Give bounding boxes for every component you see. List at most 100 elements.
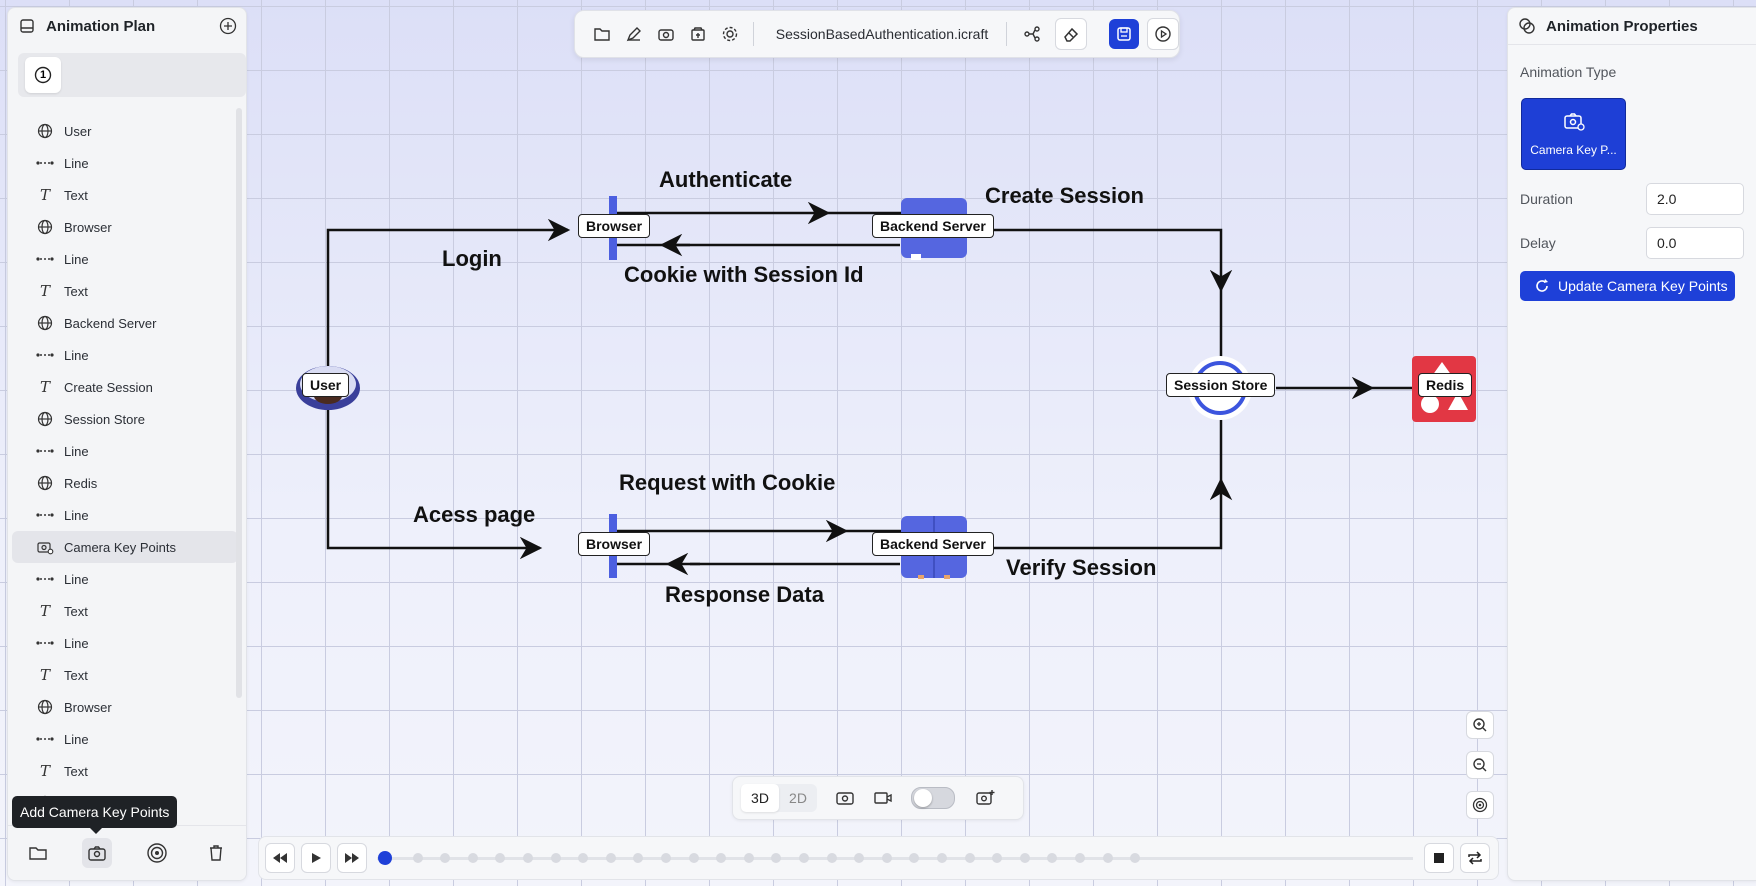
node-browser-bottom[interactable]: Browser <box>578 532 651 556</box>
share-button[interactable] <box>1017 19 1047 49</box>
label-response-data[interactable]: Response Data <box>665 582 824 607</box>
draw-button[interactable] <box>619 19 649 49</box>
node-backend-top[interactable]: Backend Server <box>872 214 994 238</box>
save-button[interactable] <box>1109 19 1140 49</box>
timeline-keyframe[interactable] <box>909 853 920 863</box>
export-button[interactable] <box>683 19 713 49</box>
timeline-keyframe[interactable] <box>1019 853 1030 863</box>
mode-2d-button[interactable]: 2D <box>789 790 807 806</box>
add-step-button[interactable] <box>218 16 238 36</box>
play-presentation-button[interactable] <box>1147 18 1180 50</box>
node-backend-bottom[interactable]: Backend Server <box>872 532 994 556</box>
outline-item[interactable]: Line <box>12 147 238 179</box>
timeline-keyframe[interactable] <box>633 853 644 863</box>
delay-input[interactable] <box>1646 227 1744 259</box>
label-create-session[interactable]: Create Session <box>985 183 1144 208</box>
timeline-keyframe[interactable] <box>688 853 699 863</box>
timeline-keyframe[interactable] <box>881 853 892 863</box>
timeline-keyframe[interactable] <box>937 853 947 863</box>
node-redis[interactable]: Redis <box>1418 373 1473 397</box>
stop-button[interactable] <box>1424 843 1454 873</box>
outline-item[interactable]: Line <box>12 723 238 755</box>
timeline-keyframe[interactable] <box>1130 853 1141 863</box>
outline-scrollbar[interactable] <box>236 108 242 698</box>
outline-item[interactable]: Session Store <box>12 403 238 435</box>
timeline-keyframe[interactable] <box>743 853 754 863</box>
timeline-keyframe[interactable] <box>467 853 478 863</box>
step-button[interactable]: 1 <box>25 57 61 93</box>
record-video-button[interactable] <box>867 783 899 813</box>
label-authenticate[interactable]: Authenticate <box>659 167 793 192</box>
timeline-track[interactable] <box>377 857 1413 860</box>
timeline-keyframe[interactable] <box>605 853 616 863</box>
timeline-keyframe[interactable] <box>771 853 782 863</box>
timeline-keyframe[interactable] <box>1102 853 1113 863</box>
zoom-out-button[interactable] <box>1466 751 1494 779</box>
play-button[interactable] <box>301 843 331 873</box>
timeline-keyframe[interactable] <box>854 853 865 863</box>
view-toggle-switch[interactable] <box>911 787 955 809</box>
delete-button[interactable] <box>201 838 231 868</box>
node-user[interactable]: User <box>302 373 350 397</box>
label-login[interactable]: Login <box>442 246 502 271</box>
loop-button[interactable] <box>1460 843 1490 873</box>
timeline-keyframe[interactable] <box>1075 853 1085 863</box>
timeline-keyframe[interactable] <box>716 853 727 863</box>
outline-item[interactable]: Line <box>12 243 238 275</box>
timeline-keyframe[interactable] <box>826 853 837 863</box>
add-camera-key-points-button[interactable] <box>82 838 113 868</box>
outline-item[interactable]: Camera Key Points <box>12 531 238 563</box>
update-camera-key-points-button[interactable]: Update Camera Key Points <box>1520 271 1735 301</box>
label-request-cookie[interactable]: Request with Cookie <box>619 470 836 495</box>
timeline-current-keyframe[interactable] <box>378 851 392 865</box>
timeline-keyframe[interactable] <box>550 853 561 863</box>
outline-item[interactable]: User <box>12 115 238 147</box>
timeline-keyframe[interactable] <box>412 853 423 863</box>
label-cookie[interactable]: Cookie with Session Id <box>624 262 864 287</box>
screenshot-button[interactable] <box>651 19 681 49</box>
timeline-keyframe[interactable] <box>992 853 1003 863</box>
timeline-keyframe[interactable] <box>578 853 589 863</box>
outline-item[interactable]: Line <box>12 627 238 659</box>
outline-item[interactable]: Browser <box>12 211 238 243</box>
screenshot-view-button[interactable] <box>829 783 861 813</box>
animation-type-camera-card[interactable]: Camera Key P... <box>1521 98 1626 170</box>
outline-item[interactable]: Line <box>12 499 238 531</box>
timeline-keyframe[interactable] <box>799 853 809 863</box>
add-camera-view-button[interactable] <box>969 783 1001 813</box>
mode-3d-button[interactable]: 3D <box>741 784 779 812</box>
outline-item[interactable]: Line <box>12 563 238 595</box>
timeline-keyframe[interactable] <box>523 853 533 863</box>
timeline-keyframe[interactable] <box>495 853 506 863</box>
node-session-store[interactable]: Session Store <box>1166 373 1276 397</box>
open-button[interactable] <box>587 19 617 49</box>
outline-item[interactable]: Redis <box>12 467 238 499</box>
eraser-button[interactable] <box>1055 18 1088 50</box>
outline-item[interactable]: Line <box>12 435 238 467</box>
timeline-keyframe[interactable] <box>661 853 671 863</box>
outline-item[interactable]: Backend Server <box>12 307 238 339</box>
timeline-keyframe[interactable] <box>440 853 451 863</box>
settings-button[interactable] <box>715 19 745 49</box>
target-button[interactable] <box>142 838 172 868</box>
outline-item[interactable]: Browser <box>12 691 238 723</box>
fast-forward-button[interactable] <box>337 843 367 873</box>
timeline-keyframe[interactable] <box>1047 853 1058 863</box>
fit-view-button[interactable] <box>1466 791 1494 819</box>
timeline-keyframe[interactable] <box>964 853 975 863</box>
file-name[interactable]: SessionBasedAuthentication.icraft <box>775 26 989 42</box>
label-verify-session[interactable]: Verify Session <box>1006 555 1157 580</box>
zoom-in-button[interactable] <box>1466 711 1494 739</box>
node-browser-top[interactable]: Browser <box>578 214 651 238</box>
open-folder-button[interactable] <box>23 838 53 868</box>
rewind-button[interactable] <box>265 843 295 873</box>
duration-input[interactable] <box>1646 183 1744 215</box>
